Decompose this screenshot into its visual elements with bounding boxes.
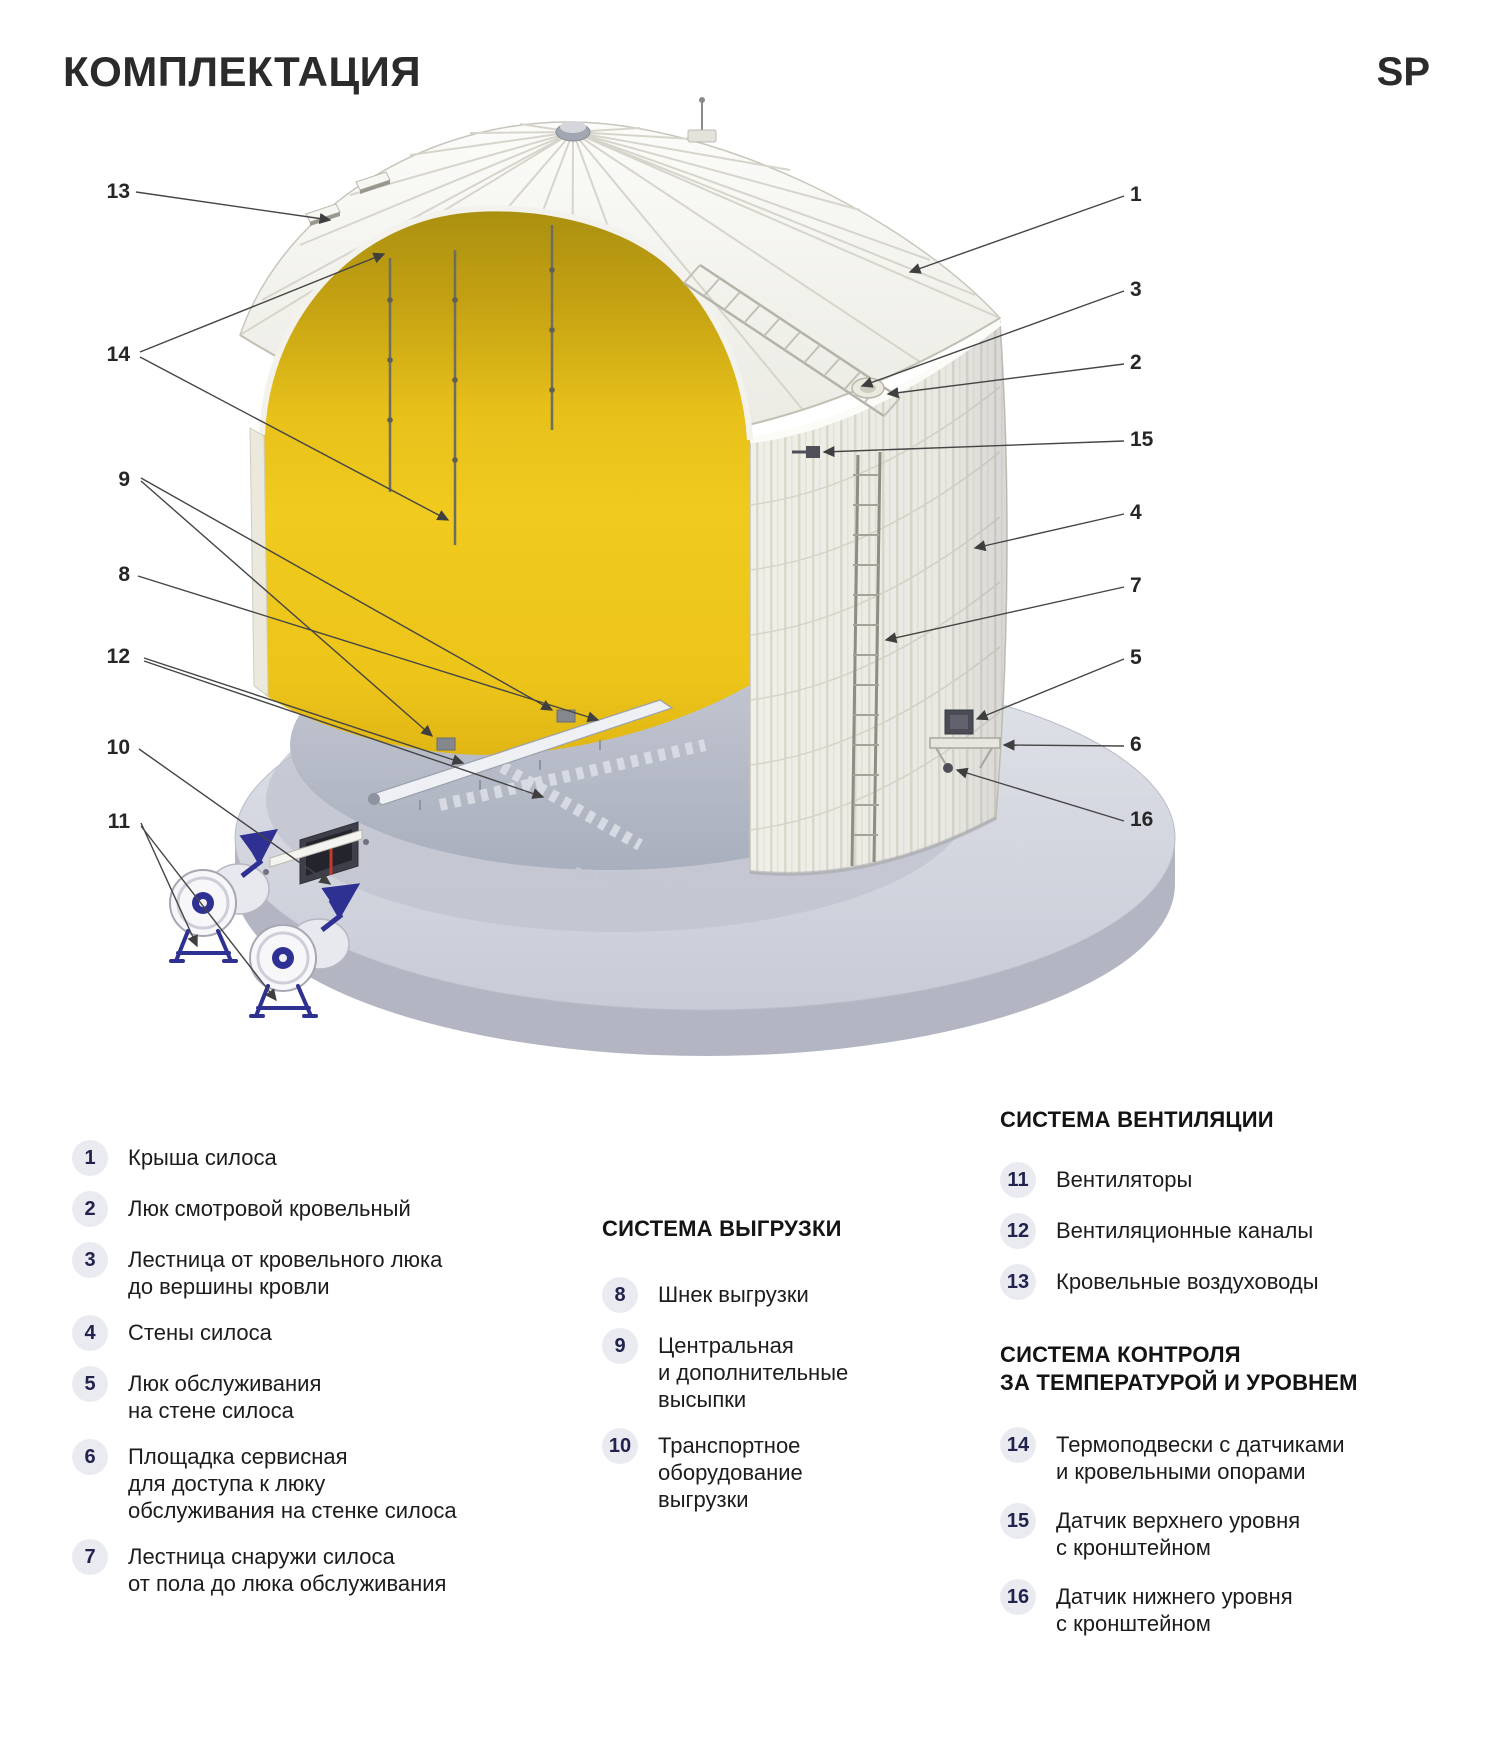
legend-text-13: Кровельные воздуховоды bbox=[1056, 1269, 1319, 1294]
legend-item-15: 15 Датчик верхнего уровня с кронштейном bbox=[1000, 1503, 1440, 1561]
roof-walkway-ladder bbox=[683, 263, 901, 418]
callout-number-13: 13 bbox=[106, 180, 130, 203]
legend-badge-6: 6 bbox=[72, 1439, 108, 1475]
legend-column-unload: СИСТЕМА ВЫГРУЗКИ 8 Шнек выгрузки 9 Центр… bbox=[602, 1215, 942, 1528]
aeration-fan-1 bbox=[169, 863, 270, 963]
legend-badge-13: 13 bbox=[1000, 1264, 1036, 1300]
legend-item-7: 7 Лестница снаружи силоса от пола до люк… bbox=[72, 1539, 542, 1597]
legend-item-16: 16 Датчик нижнего уровня с кронштейном bbox=[1000, 1579, 1440, 1637]
legend-item-12: 12 Вентиляционные каналы bbox=[1000, 1213, 1440, 1249]
legend-text-2: Люк смотровой кровельный bbox=[128, 1196, 411, 1221]
callout-number-11: 11 bbox=[107, 810, 130, 833]
legend-item-1: 1 Крыша силоса bbox=[72, 1140, 542, 1176]
callout-number-3: 3 bbox=[1130, 278, 1142, 301]
legend-badge-3: 3 bbox=[72, 1242, 108, 1278]
callout-number-9: 9 bbox=[118, 468, 130, 491]
legend-badge-8: 8 bbox=[602, 1277, 638, 1313]
legend-item-2: 2 Люк смотровой кровельный bbox=[72, 1191, 542, 1227]
legend-item-5: 5 Люк обслуживания на стене силоса bbox=[72, 1366, 542, 1424]
callout-number-14: 14 bbox=[106, 343, 130, 366]
callout-number-5: 5 bbox=[1130, 646, 1142, 669]
unload-outlets bbox=[436, 709, 576, 751]
thermo-suspension-cables bbox=[387, 225, 555, 545]
upper-level-sensor bbox=[792, 446, 820, 458]
legend-badge-9: 9 bbox=[602, 1328, 638, 1364]
legend-text-11: Вентиляторы bbox=[1056, 1167, 1193, 1192]
legend-badge-16: 16 bbox=[1000, 1579, 1036, 1615]
unload-auger bbox=[368, 699, 674, 810]
callout-number-7: 7 bbox=[1130, 574, 1142, 597]
callout-number-16: 16 bbox=[1130, 808, 1154, 831]
legend-text-6: Площадка сервисная для доступа к люку об… bbox=[128, 1444, 457, 1523]
wall-cut-edge bbox=[249, 427, 269, 697]
legend-badge-14: 14 bbox=[1000, 1427, 1036, 1463]
legend-item-10: 10 Транспортное оборудование выгрузки bbox=[602, 1428, 942, 1513]
roof-antenna bbox=[687, 97, 717, 143]
roof-apex-cap bbox=[555, 121, 591, 142]
legend-text-5: Люк обслуживания на стене силоса bbox=[128, 1371, 322, 1423]
brand-logo: SP bbox=[1376, 50, 1430, 94]
legend-badge-4: 4 bbox=[72, 1315, 108, 1351]
callout-leader-lines bbox=[135, 191, 1125, 1002]
callout-number-10: 10 bbox=[106, 736, 130, 759]
legend-badge-5: 5 bbox=[72, 1366, 108, 1402]
legend-item-4: 4 Стены силоса bbox=[72, 1315, 542, 1351]
legend-badge-11: 11 bbox=[1000, 1162, 1036, 1198]
control-system-heading: СИСТЕМА КОНТРОЛЯ ЗА ТЕМПЕРАТУРОЙ И УРОВН… bbox=[1000, 1342, 1358, 1395]
lower-level-sensor bbox=[943, 763, 953, 773]
roof-cut-edge bbox=[259, 205, 753, 441]
roof-inspection-hatch bbox=[851, 377, 885, 399]
legend-text-9: Центральная и дополнительные высыпки bbox=[658, 1333, 849, 1412]
callout-number-1: 1 bbox=[1130, 183, 1142, 206]
legend-item-3: 3 Лестница от кровельного люка до вершин… bbox=[72, 1242, 542, 1300]
legend-column-vent-control: СИСТЕМА ВЕНТИЛЯЦИИ 11 Вентиляторы 12 Вен… bbox=[1000, 1106, 1440, 1652]
grain-mass bbox=[259, 205, 753, 755]
legend-text-12: Вентиляционные каналы bbox=[1056, 1218, 1314, 1243]
silo-wall bbox=[749, 319, 1008, 876]
vent-system-heading: СИСТЕМА ВЕНТИЛЯЦИИ bbox=[1000, 1107, 1274, 1132]
legend-badge-7: 7 bbox=[72, 1539, 108, 1575]
legend-text-1: Крыша силоса bbox=[128, 1145, 277, 1170]
legend-text-7: Лестница снаружи силоса от пола до люка … bbox=[128, 1544, 447, 1596]
callout-number-4: 4 bbox=[1130, 501, 1142, 524]
legend-item-6: 6 Площадка сервисная для доступа к люку … bbox=[72, 1439, 542, 1524]
legend-item-9: 9 Центральная и дополнительные высыпки bbox=[602, 1328, 942, 1413]
legend-text-4: Стены силоса bbox=[128, 1320, 272, 1345]
legend-badge-10: 10 bbox=[602, 1428, 638, 1464]
legend-text-3: Лестница от кровельного люка до вершины … bbox=[128, 1247, 443, 1299]
page-title: КОМПЛЕКТАЦИЯ bbox=[63, 48, 422, 95]
legend-badge-1: 1 bbox=[72, 1140, 108, 1176]
callout-number-2: 2 bbox=[1130, 351, 1142, 374]
legend-item-8: 8 Шнек выгрузки bbox=[602, 1277, 942, 1313]
airflow-arrows bbox=[239, 829, 361, 932]
unload-system-heading: СИСТЕМА ВЫГРУЗКИ bbox=[602, 1216, 842, 1241]
legend-text-14: Термоподвески с датчиками и кровельными … bbox=[1056, 1432, 1345, 1484]
callout-number-6: 6 bbox=[1130, 733, 1142, 756]
legend-item-14: 14 Термоподвески с датчиками и кровельны… bbox=[1000, 1427, 1440, 1485]
callout-number-8: 8 bbox=[118, 563, 130, 586]
callout-number-12: 12 bbox=[106, 645, 130, 668]
legend-item-13: 13 Кровельные воздуховоды bbox=[1000, 1264, 1440, 1300]
callout-number-15: 15 bbox=[1130, 428, 1154, 451]
legend-text-10: Транспортное оборудование выгрузки bbox=[658, 1433, 803, 1512]
legend-badge-2: 2 bbox=[72, 1191, 108, 1227]
exterior-ladder bbox=[850, 451, 882, 867]
legend-badge-12: 12 bbox=[1000, 1213, 1036, 1249]
legend-item-11: 11 Вентиляторы bbox=[1000, 1162, 1440, 1198]
legend-text-15: Датчик верхнего уровня с кронштейном bbox=[1056, 1508, 1301, 1560]
legend-spacer bbox=[1000, 1315, 1440, 1341]
legend-text-16: Датчик нижнего уровня с кронштейном bbox=[1056, 1584, 1293, 1636]
legend-text-8: Шнек выгрузки bbox=[658, 1282, 809, 1307]
legend-badge-15: 15 bbox=[1000, 1503, 1036, 1539]
aeration-fan-2 bbox=[249, 918, 350, 1018]
floor-vent-channels bbox=[438, 739, 707, 898]
legend-column-silo: 1 Крыша силоса 2 Люк смотровой кровельны… bbox=[72, 1140, 542, 1612]
service-hatch-inner bbox=[950, 715, 968, 729]
